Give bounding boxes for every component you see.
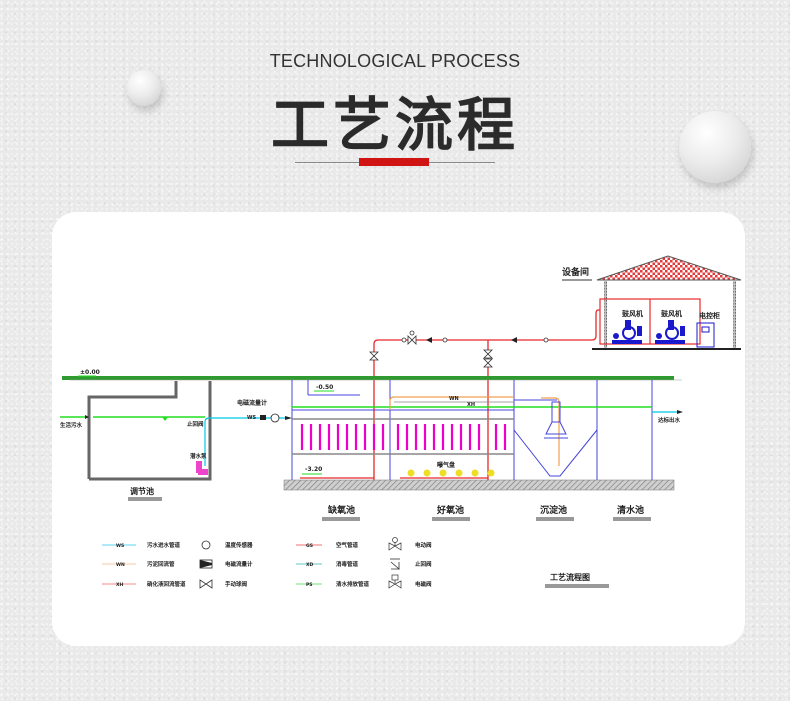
regulating-tank: 生活污水 止回阀 潜水泵 电磁流量计 WS 调节池 — [60, 381, 292, 501]
blower-1-label: 鼓风机 — [622, 309, 643, 318]
lift-pump-label: 潜水泵 — [190, 452, 207, 460]
aeration-disc-icons — [407, 469, 495, 477]
ground-line — [62, 376, 674, 380]
title-divider-accent — [359, 158, 429, 166]
symbol-label: 手动球阀 — [225, 580, 248, 588]
flowmeter-icon — [260, 415, 266, 420]
temperature-sensor-icon — [201, 540, 211, 550]
outflow-label: 达标出水 — [658, 416, 681, 424]
legend-item: XD 消毒管道 — [296, 560, 359, 568]
decorative-sphere-small — [127, 70, 161, 106]
tank-label-aerobic: 好氧池 — [436, 504, 464, 516]
legend-item: WN 污泥回流管 — [102, 560, 175, 568]
ground-level-label: ±0.00 — [80, 369, 100, 376]
section-title: 工艺流程 — [270, 91, 519, 159]
valve-icon — [369, 330, 549, 368]
legend-item: WS 污水进水管道 — [102, 541, 181, 549]
level-top-label: -0.50 — [316, 384, 333, 391]
tank-label-clear-water: 清水池 — [617, 504, 644, 516]
control-cabinet-label: 电控柜 — [699, 311, 720, 320]
blower-icon — [655, 320, 685, 344]
return-code-wn: WN — [449, 396, 459, 402]
tank-label-sedimentation: 沉淀池 — [540, 504, 567, 516]
legend-item: PS 清水排放管道 — [296, 580, 370, 588]
svg-text:WS: WS — [116, 543, 124, 549]
svg-text:空气管道: 空气管道 — [336, 541, 359, 549]
blower-icon — [612, 320, 642, 344]
diagram-card: 设备间 鼓风机 鼓风机 电控柜 — [52, 212, 745, 646]
aeration-label: 曝气盘 — [437, 461, 455, 469]
bio-media — [300, 424, 507, 450]
svg-text:污水进水管道: 污水进水管道 — [147, 541, 181, 549]
svg-text:PS: PS — [306, 582, 313, 588]
symbol-label: 止回阀 — [415, 560, 432, 568]
tank-label-anoxic: 缺氧池 — [327, 504, 355, 516]
legend-item: XH 硝化液回流管道 — [102, 580, 186, 588]
svg-text:清水排放管道: 清水排放管道 — [336, 580, 370, 588]
section-subtitle: TECHNOLOGICAL PROCESS — [269, 51, 521, 71]
equipment-room: 设备间 鼓风机 鼓风机 电控柜 — [562, 255, 742, 350]
level-bottom-label: -3.20 — [305, 466, 322, 473]
svg-text:XD: XD — [306, 562, 313, 568]
legend-item: GS 空气管道 — [296, 541, 359, 549]
control-cabinet-icon — [696, 322, 715, 348]
flowmeter-code: WS — [247, 415, 257, 421]
equipment-room-label: 设备间 — [562, 266, 589, 278]
tank-label-regulating: 调节池 — [130, 486, 154, 496]
check-valve-label: 止回阀 — [187, 420, 204, 428]
tank-labels: 缺氧池 好氧池 沉淀池 清水池 — [322, 504, 651, 521]
svg-text:WN: WN — [116, 562, 125, 568]
symbol-label: 电磁流量计 — [225, 560, 253, 568]
inflow-label: 生活污水 — [60, 421, 83, 429]
check-valve-icon — [390, 558, 401, 570]
diagram-title: 工艺流程图 — [550, 572, 590, 582]
return-code-xh: XH — [467, 402, 475, 408]
flowmeter-icon — [199, 559, 213, 569]
manual-valve-icon — [199, 579, 213, 589]
svg-text:硝化液回流管道: 硝化液回流管道 — [147, 580, 186, 588]
symbol-label: 温度传感器 — [225, 541, 253, 549]
svg-text:消毒管道: 消毒管道 — [336, 560, 359, 568]
svg-text:XH: XH — [116, 582, 123, 588]
symbol-label: 电磁阀 — [415, 580, 432, 588]
process-flow-diagram: 设备间 鼓风机 鼓风机 电控柜 — [60, 255, 742, 589]
flowmeter-label: 电磁流量计 — [237, 399, 267, 407]
blower-2-label: 鼓风机 — [661, 309, 682, 318]
electric-valve-icon — [388, 537, 402, 551]
legend: WS 污水进水管道 WN 污泥回流管 XH 硝化液回流管道 GS 空气管道 XD — [102, 537, 432, 589]
treatment-tanks: 达标出水 -0.50 -3.20 WN XH 曝气盘 — [283, 380, 683, 491]
svg-text:GS: GS — [306, 543, 313, 549]
clarifier-center-well-icon — [544, 401, 568, 439]
temperature-sensor-icon — [270, 413, 280, 423]
svg-text:污泥回流管: 污泥回流管 — [147, 560, 175, 568]
decorative-sphere-large — [679, 111, 751, 183]
solenoid-valve-icon — [388, 574, 402, 589]
lift-pump-icon — [196, 461, 208, 475]
symbol-label: 电动阀 — [415, 541, 432, 549]
